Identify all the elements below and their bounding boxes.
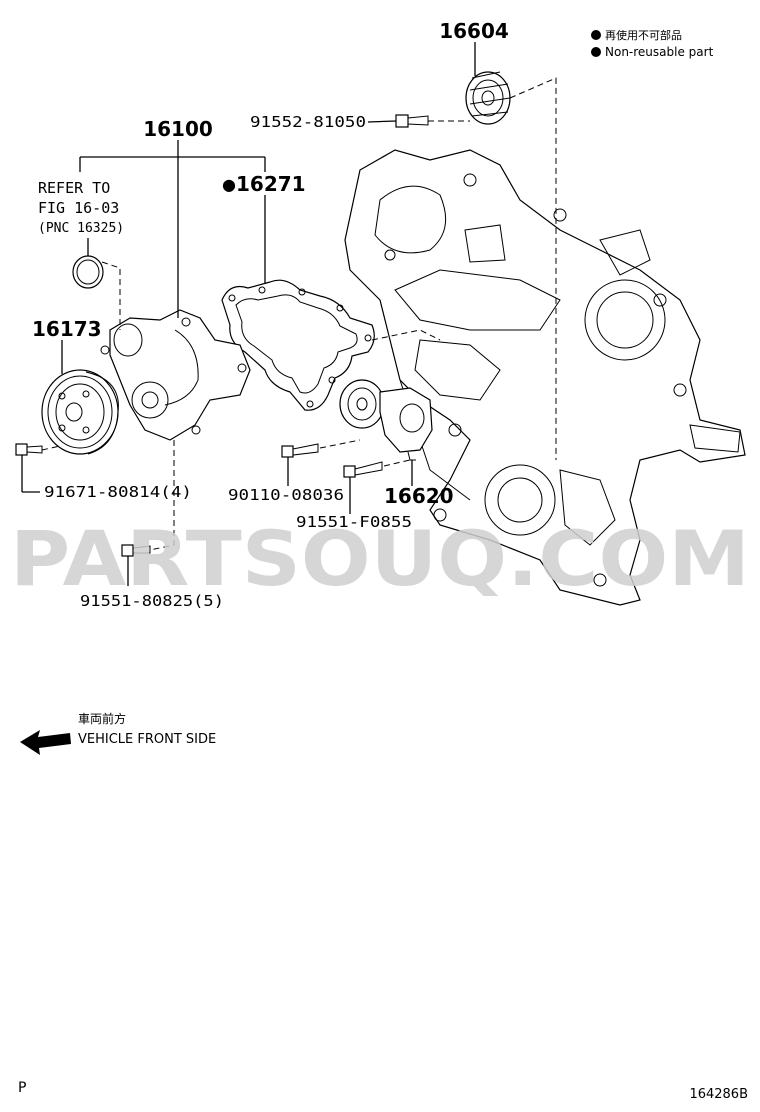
legend: 再使用不可部品 Non-reusable part [591, 28, 714, 59]
part-label-16620[interactable]: 16620 [384, 484, 454, 508]
part-label-91552-81050[interactable]: 91552-81050 [250, 113, 366, 131]
fan-pulley-16173-drawing [41, 369, 119, 455]
part-label-16100[interactable]: 16100 [143, 117, 213, 141]
leader-lines [21, 42, 557, 586]
tensioner-16620-drawing [339, 379, 433, 461]
timing-cover-drawing [344, 149, 746, 606]
o-ring-16325-drawing [72, 255, 104, 289]
refer-to-line1: REFER TO [38, 179, 110, 197]
bolt-91552-drawing [395, 114, 429, 128]
bolt-91551f-drawing [343, 461, 383, 478]
figure-code: 164286B [689, 1087, 748, 1102]
bolt-91671-drawing [15, 443, 43, 456]
idler-pulley-16604-drawing [465, 71, 511, 125]
part-label-91671-80814[interactable]: 91671-80814(4) [44, 483, 192, 501]
legend-bullet-icon [591, 30, 601, 40]
part-label-16173[interactable]: 16173 [32, 317, 102, 341]
water-pump-16100-drawing [100, 309, 251, 441]
refer-to-line2[interactable]: FIG 16-03 [38, 199, 119, 217]
gasket-16271-drawing [221, 279, 375, 411]
vehicle-front-indicator: 車両前方 VEHICLE FRONT SIDE [20, 711, 216, 755]
part-label-16604[interactable]: 16604 [439, 19, 509, 43]
part-label-90110-08036[interactable]: 90110-08036 [228, 486, 344, 504]
part-label-91551-F0855[interactable]: 91551-F0855 [296, 513, 412, 531]
direction-en: VEHICLE FRONT SIDE [78, 732, 216, 747]
direction-jp: 車両前方 [78, 711, 126, 726]
part-label-16271[interactable]: 16271 [236, 172, 306, 196]
refer-to-line3[interactable]: (PNC 16325) [38, 221, 124, 236]
arrow-left-icon [20, 730, 71, 755]
watermark-text: PARTSOUQ.COM [10, 514, 750, 603]
non-reusable-bullet-icon: ● [222, 175, 236, 194]
legend-en: Non-reusable part [605, 45, 714, 59]
part-label-91551-80825[interactable]: 91551-80825(5) [80, 592, 224, 610]
bolt-90110-drawing [281, 443, 319, 458]
legend-bullet-icon [591, 47, 601, 57]
page-marker: P [18, 1080, 26, 1096]
legend-jp: 再使用不可部品 [605, 28, 682, 42]
